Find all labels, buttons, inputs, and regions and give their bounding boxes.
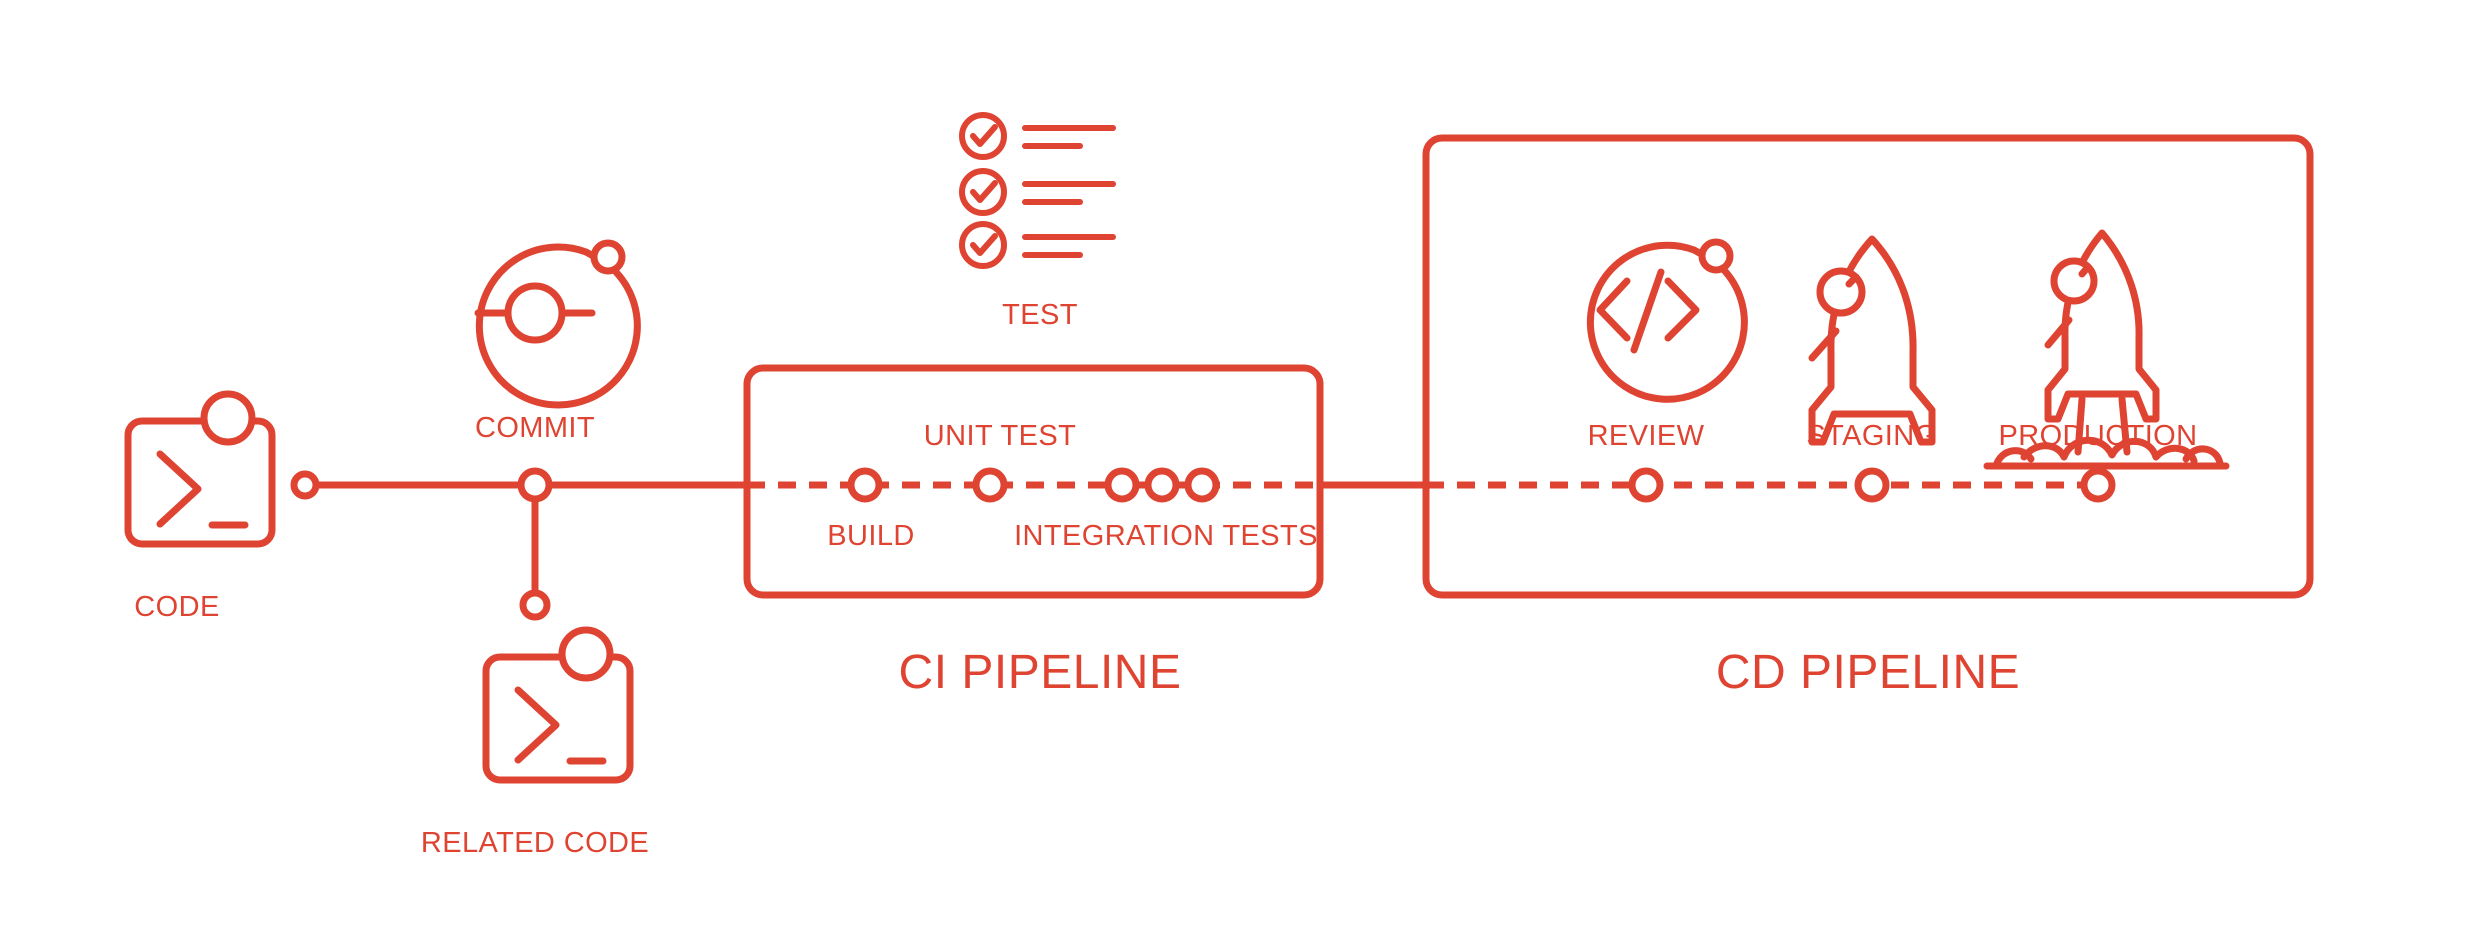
node-start[interactable] (290, 470, 320, 500)
node-integration-test-1[interactable] (1104, 467, 1140, 503)
code-label: CODE (134, 591, 219, 623)
rocket-icon (1808, 235, 1936, 446)
staging-label: STAGING (1806, 420, 1937, 452)
node-integration-test-3[interactable] (1184, 467, 1220, 503)
production-label: PRODUCTION (1999, 420, 2198, 452)
node-staging[interactable] (1854, 467, 1890, 503)
node-production[interactable] (2080, 467, 2116, 503)
checklist-icon (959, 112, 1116, 269)
node-unit-test[interactable] (972, 467, 1008, 503)
code-review-circle-icon (1586, 238, 1748, 403)
rocket-launch-icon (1983, 229, 2230, 470)
review-label: REVIEW (1588, 420, 1705, 452)
cd-pipeline-title: CD PIPELINE (1716, 646, 2020, 699)
test-label: TEST (1002, 299, 1078, 331)
unit-test-label: UNIT TEST (924, 420, 1076, 452)
ci-pipeline-title: CI PIPELINE (899, 646, 1182, 699)
related-code-label: RELATED CODE (421, 827, 649, 859)
code-terminal-icon (124, 390, 276, 548)
node-related-code[interactable] (519, 589, 551, 621)
build-label: BUILD (827, 520, 914, 552)
cd-pipeline-box (1422, 134, 2314, 599)
commit-label: COMMIT (475, 412, 595, 444)
related-code-terminal-icon (482, 626, 634, 784)
node-build[interactable] (847, 467, 883, 503)
integration-tests-label: INTEGRATION TESTS (1014, 520, 1318, 552)
node-integration-test-2[interactable] (1144, 467, 1180, 503)
timeline-nodes (290, 467, 2116, 621)
ci-pipeline-box (743, 364, 1324, 599)
node-commit[interactable] (517, 467, 553, 503)
node-review[interactable] (1628, 467, 1664, 503)
commit-node-icon (474, 239, 641, 409)
